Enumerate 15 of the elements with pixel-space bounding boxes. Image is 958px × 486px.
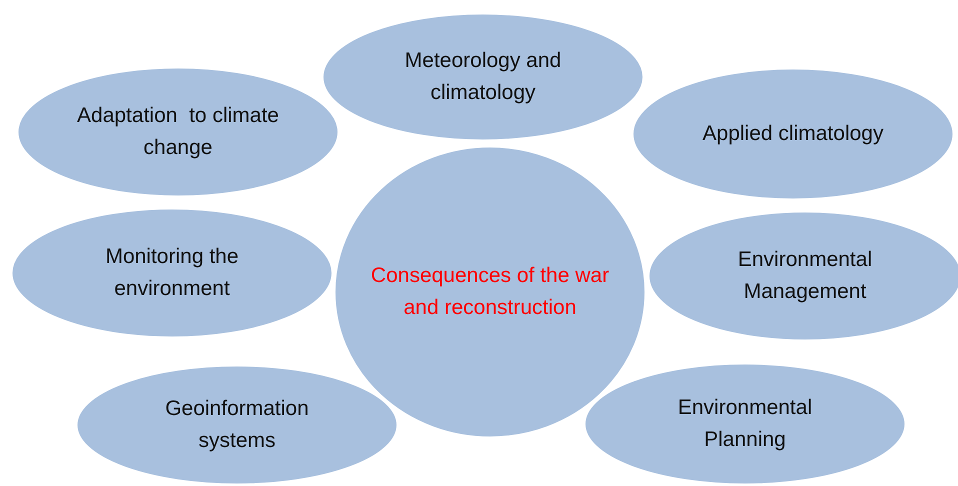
topic-label: Adaptation to climate change	[76, 103, 280, 161]
topic-ellipse	[16, 66, 340, 198]
topic-label: Geoinformation systems	[164, 396, 310, 454]
topic-ellipse	[583, 362, 907, 486]
topic-label: Applied climatology	[702, 121, 884, 147]
topic-label: Monitoring the environment	[104, 244, 240, 302]
topic-label: Meteorology and climatology	[404, 48, 562, 106]
topic-ellipse	[10, 207, 334, 339]
topic-ellipse	[75, 364, 399, 486]
central-topic-label: Consequences of the war and reconstruction	[370, 263, 610, 321]
topic-ellipse	[321, 12, 645, 142]
topic-label: Environmental Management	[736, 247, 874, 305]
topic-ellipse	[631, 67, 955, 201]
central-circle	[333, 145, 647, 439]
topic-label: Environmental Planning	[676, 395, 814, 453]
